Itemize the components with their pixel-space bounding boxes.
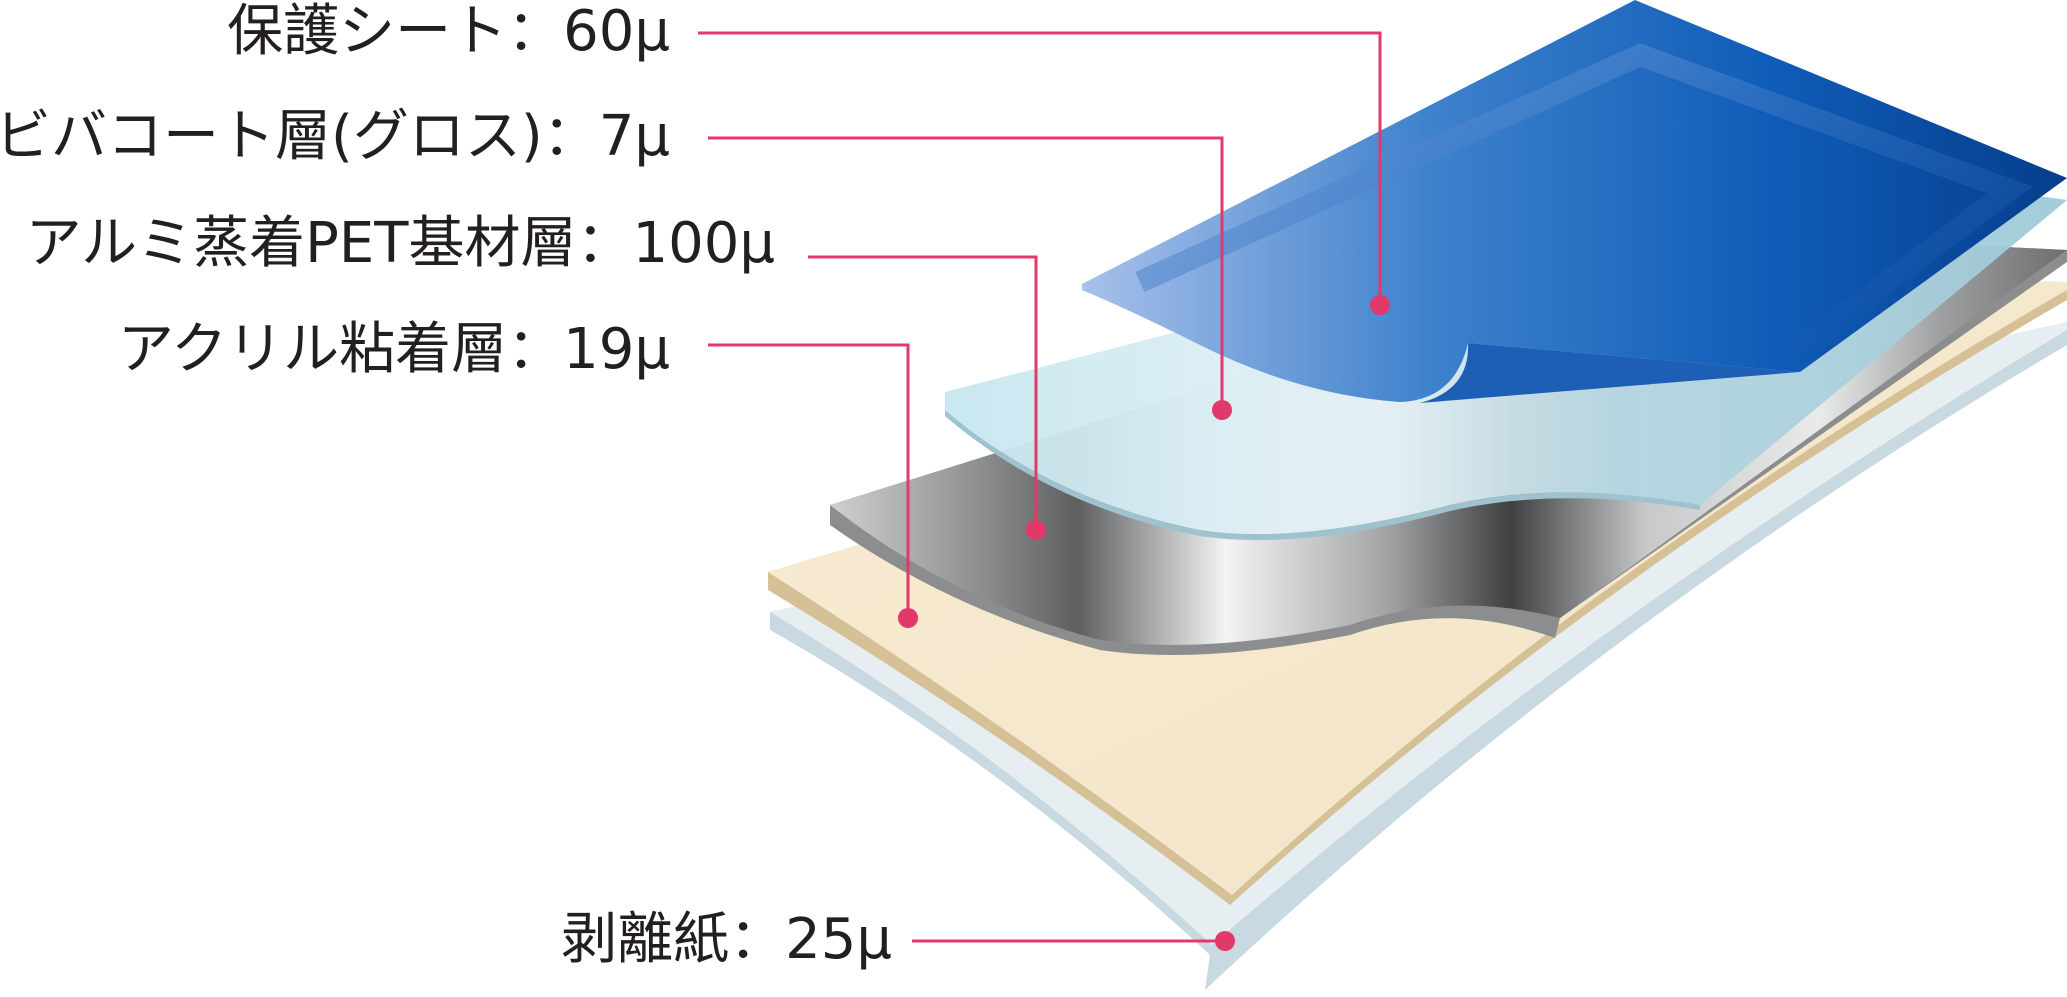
leader-dot-release-paper (1215, 931, 1235, 951)
protective-sheet-face (1082, 0, 2067, 402)
labels: 保護シート：60μ ビバコート層(グロス)：7μ アルミ蒸着PET基材層：100… (0, 0, 892, 972)
leader-dot-aluminum-pet-layer (1026, 520, 1046, 540)
label-protective-sheet: 保護シート：60μ (227, 0, 670, 64)
leader-lines (698, 31, 1390, 951)
layer-protective-sheet (1082, 0, 2067, 403)
leader-line-acrylic-adhesive-layer (708, 343, 910, 618)
label-vivacoat-layer: ビバコート層(グロス)：7μ (0, 104, 670, 169)
label-release-paper: 剥離紙：25μ (561, 907, 892, 972)
leader-line-protective-sheet (698, 31, 1382, 305)
leader-line-vivacoat-layer (708, 136, 1224, 410)
leader-dot-vivacoat-layer (1212, 400, 1232, 420)
label-aluminum-pet-layer: アルミ蒸着PET基材層：100μ (26, 211, 775, 276)
protective-sheet-peeled-corner (1420, 343, 1800, 403)
label-acrylic-adhesive-layer: アクリル粘着層：19μ (118, 317, 670, 382)
leader-line-aluminum-pet-layer (808, 255, 1038, 530)
leader-dot-protective-sheet (1370, 295, 1390, 315)
leader-dot-acrylic-adhesive-layer (898, 608, 918, 628)
protective-sheet-inner-border (1135, 43, 2033, 364)
